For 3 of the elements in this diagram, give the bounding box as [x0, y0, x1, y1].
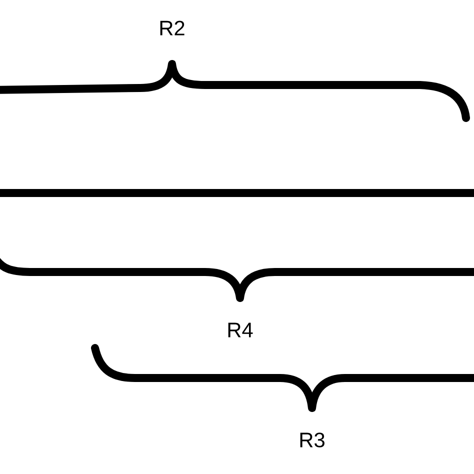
brace-label: R4: [228, 322, 253, 338]
brace-label: R3: [300, 432, 324, 448]
brace-label: R2: [160, 20, 184, 36]
